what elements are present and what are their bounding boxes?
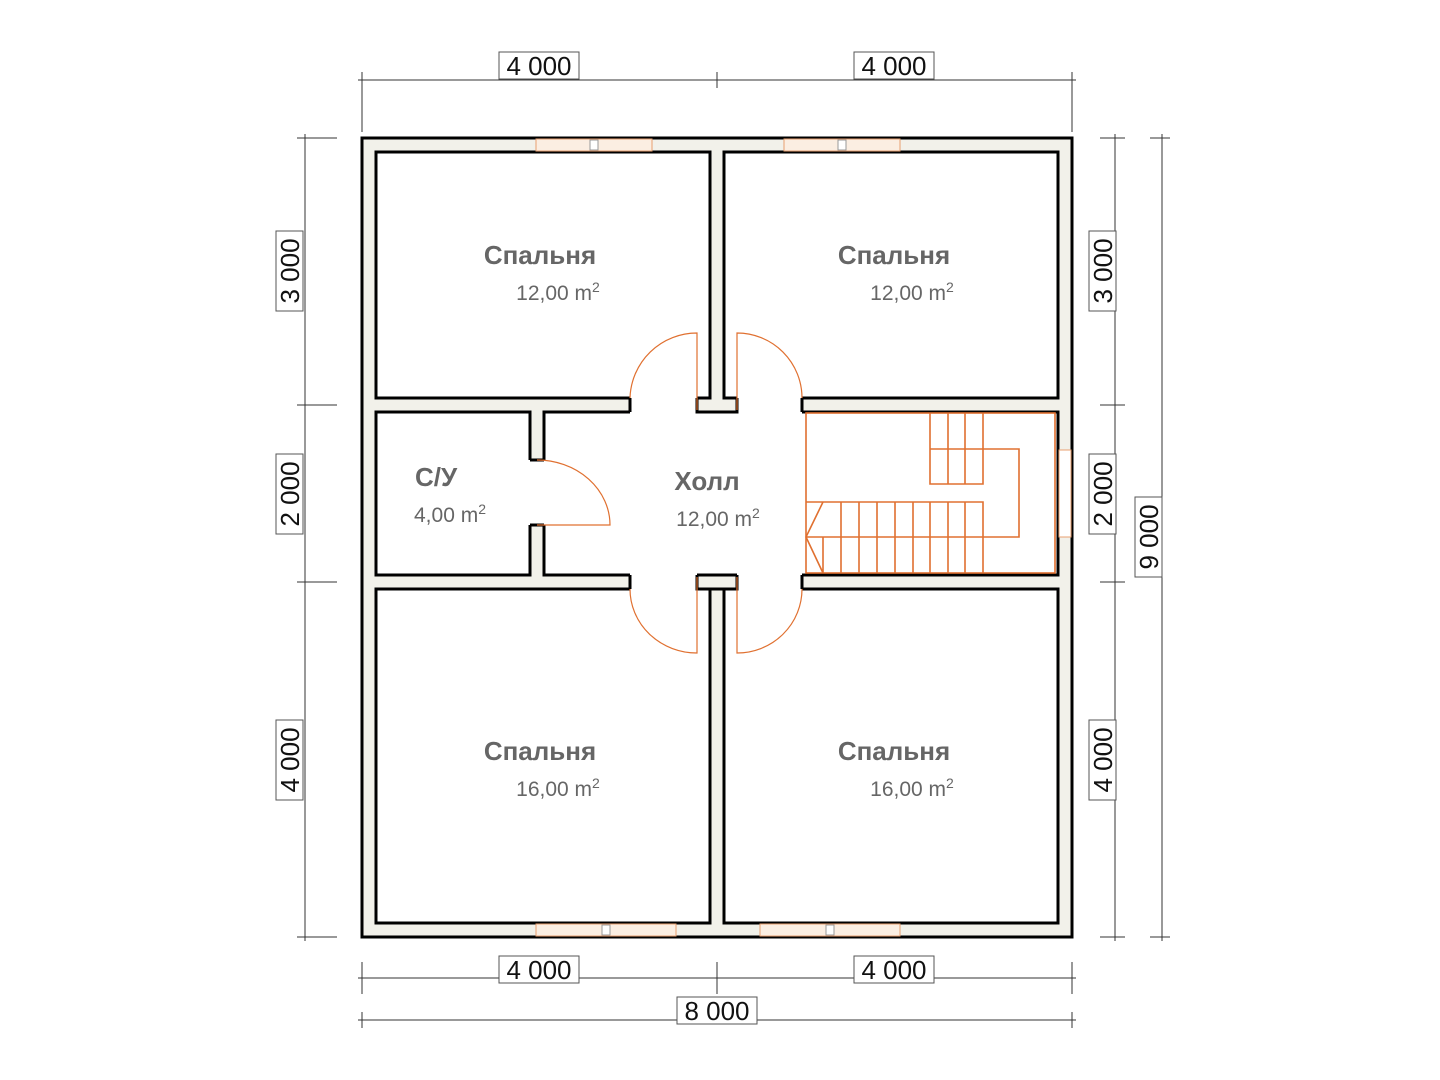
dim-top-right: 4 000 bbox=[861, 51, 926, 81]
dim-right-middle: 2 000 bbox=[1088, 461, 1118, 526]
dim-top-left: 4 000 bbox=[506, 51, 571, 81]
room-area: 12,00 m2 bbox=[516, 279, 600, 305]
doors bbox=[536, 332, 803, 654]
room-name: Спальня bbox=[484, 240, 596, 270]
room-area: 12,00 m2 bbox=[676, 505, 760, 531]
dim-left-bottom: 4 000 bbox=[275, 727, 305, 792]
room-bedroom-2: Спальня 12,00 m2 bbox=[838, 240, 954, 305]
room-name: Спальня bbox=[838, 736, 950, 766]
dim-bottom-left: 4 000 bbox=[506, 955, 571, 985]
walls bbox=[360, 136, 1074, 939]
room-bedroom-4: Спальня 16,00 m2 bbox=[838, 736, 954, 801]
staircase bbox=[805, 412, 1056, 574]
dim-right-bottom: 4 000 bbox=[1088, 727, 1118, 792]
room-bedroom-3: Спальня 16,00 m2 bbox=[484, 736, 600, 801]
dim-total-width: 8 000 bbox=[684, 996, 749, 1026]
room-name: Холл bbox=[674, 466, 739, 496]
room-area: 16,00 m2 bbox=[870, 775, 954, 801]
dim-left-middle: 2 000 bbox=[275, 461, 305, 526]
dimension-labels bbox=[275, 51, 1163, 1025]
room-area: 12,00 m2 bbox=[870, 279, 954, 305]
dim-right-top: 3 000 bbox=[1088, 238, 1118, 303]
dimension-lines bbox=[297, 72, 1170, 1028]
room-bathroom: С/У 4,00 m2 bbox=[414, 462, 486, 527]
dim-left-top: 3 000 bbox=[275, 238, 305, 303]
room-name: Спальня bbox=[838, 240, 950, 270]
room-area: 16,00 m2 bbox=[516, 775, 600, 801]
window-sashes bbox=[589, 139, 847, 936]
dim-bottom-right: 4 000 bbox=[861, 955, 926, 985]
room-hall: Холл 12,00 m2 bbox=[674, 466, 760, 531]
room-area: 4,00 m2 bbox=[414, 501, 486, 527]
room-name: С/У bbox=[415, 462, 458, 492]
room-bedroom-1: Спальня 12,00 m2 bbox=[484, 240, 600, 305]
dim-total-height: 9 000 bbox=[1134, 504, 1164, 569]
room-name: Спальня bbox=[484, 736, 596, 766]
